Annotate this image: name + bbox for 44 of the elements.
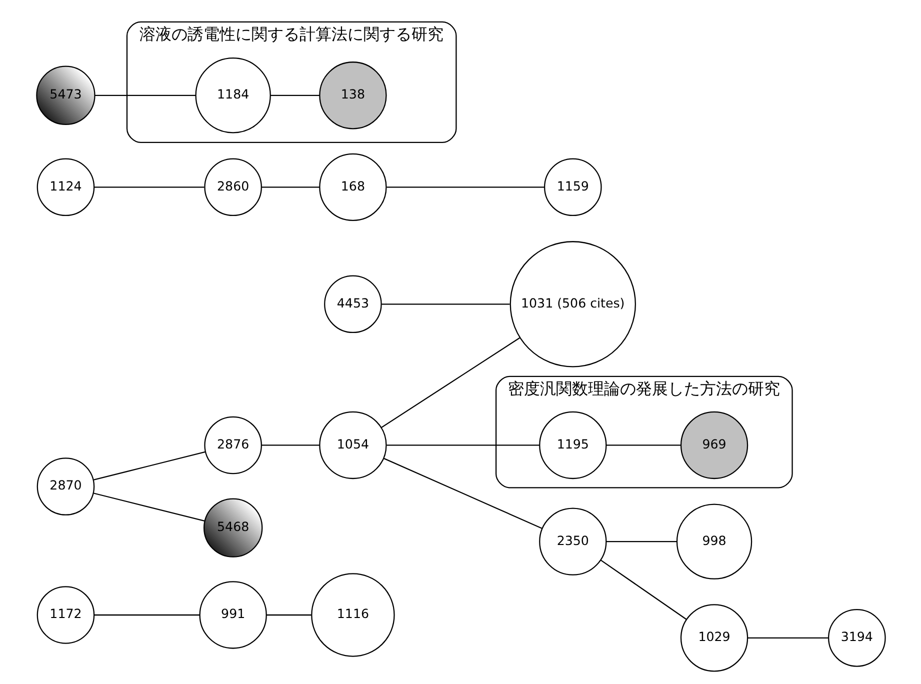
node-circle: 138 <box>318 62 386 130</box>
connector <box>93 492 204 522</box>
node-circle: 4453 <box>324 275 382 334</box>
connector <box>386 186 544 188</box>
connector <box>606 444 680 446</box>
node-circle: 1031 (506 cites) <box>509 241 636 368</box>
connector <box>261 444 319 446</box>
connector <box>266 614 311 616</box>
connector <box>94 94 196 96</box>
connector <box>606 541 676 542</box>
connector <box>261 186 319 188</box>
connector <box>383 458 542 529</box>
node-circle: 1172 <box>36 586 94 644</box>
node-circle: 2860 <box>204 158 262 216</box>
connector <box>270 94 319 96</box>
node-circle: 3194 <box>828 609 886 667</box>
node-circle: 168 <box>318 153 386 221</box>
connector <box>94 614 200 616</box>
node-circle: 2876 <box>204 416 262 474</box>
node-circle: 5473 <box>36 66 95 125</box>
connector <box>93 451 205 480</box>
connector <box>94 186 204 188</box>
node-circle: 1029 <box>680 604 748 672</box>
node-circle: 1184 <box>194 58 270 134</box>
connector <box>381 304 510 305</box>
node-circle: 1124 <box>36 158 94 216</box>
node-label: 密度汎関数理論の発展した方法の研究 <box>508 378 780 398</box>
node-circle: 1159 <box>543 158 602 216</box>
node-circle: 2870 <box>36 458 94 516</box>
connector <box>600 560 686 620</box>
node-circle: 991 <box>198 581 266 649</box>
connector <box>386 444 539 446</box>
node-circle: 998 <box>676 504 752 580</box>
node-circle: 5468 <box>202 498 262 558</box>
node-circle: 1195 <box>538 411 606 480</box>
cluster <box>126 21 456 143</box>
node-label: 溶液の誘電性に関する計算法に関する研究 <box>139 24 444 44</box>
cluster <box>494 376 792 488</box>
node-circle: 969 <box>680 411 748 480</box>
node-circle: 1054 <box>318 411 386 480</box>
connector <box>747 637 828 638</box>
node-circle: 2350 <box>538 508 606 576</box>
connector <box>380 337 520 428</box>
node-circle: 1116 <box>310 573 394 657</box>
